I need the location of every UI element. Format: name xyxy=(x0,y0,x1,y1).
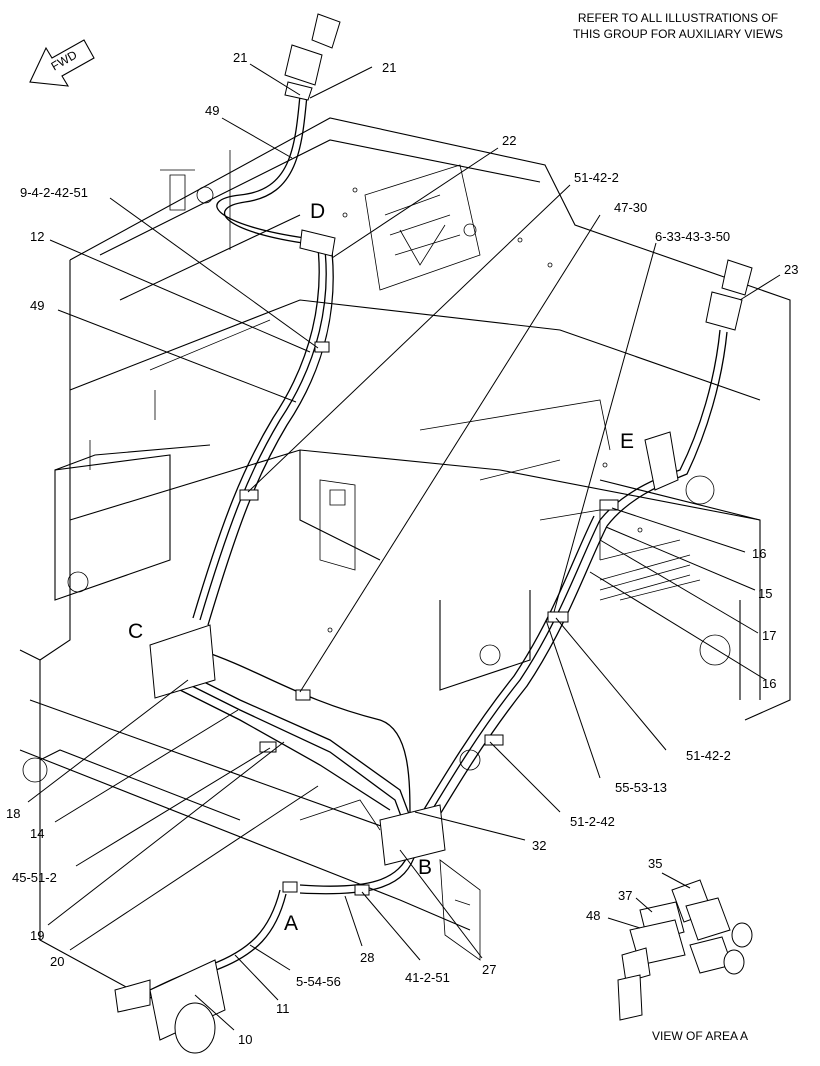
callout-17: 17 xyxy=(762,628,776,643)
refer-note-line1: REFER TO ALL ILLUSTRATIONS OF xyxy=(578,11,778,25)
callout-47-30: 47-30 xyxy=(614,200,647,215)
area-label-d: D xyxy=(310,200,325,223)
callout-19: 19 xyxy=(30,928,44,943)
callout-6-33-43-3-50: 6-33-43-3-50 xyxy=(655,229,730,244)
callout-21-right: 21 xyxy=(382,60,396,75)
callout-28: 28 xyxy=(360,950,374,965)
callout-49-mid: 49 xyxy=(30,298,44,313)
callout-15: 15 xyxy=(758,586,772,601)
hose-bundle-art xyxy=(139,94,728,1001)
area-label-b: B xyxy=(418,856,432,879)
callout-18: 18 xyxy=(6,806,20,821)
callout-45-51-2: 45-51-2 xyxy=(12,870,57,885)
callout-51-42-2-top: 51-42-2 xyxy=(574,170,619,185)
callout-48: 48 xyxy=(586,908,600,923)
callout-9-4-2-42-51: 9-4-2-42-51 xyxy=(20,185,88,200)
view-of-area-a-inset: VIEW OF AREA A xyxy=(617,879,753,1043)
callout-55-53-13: 55-53-13 xyxy=(615,780,667,795)
callout-12: 12 xyxy=(30,229,44,244)
callout-32: 32 xyxy=(532,838,546,853)
callout-27: 27 xyxy=(482,962,496,977)
callout-51-2-42: 51-2-42 xyxy=(570,814,615,829)
fwd-arrow-icon: FWD xyxy=(29,39,95,87)
callout-labels: 21 21 49 22 9-4-2-42-51 51-42-2 47-30 6-… xyxy=(6,50,798,1047)
callout-35: 35 xyxy=(648,856,662,871)
area-label-a: A xyxy=(284,912,298,935)
fwd-label: FWD xyxy=(49,47,80,73)
components-art xyxy=(114,13,753,1054)
callout-41-2-51: 41-2-51 xyxy=(405,970,450,985)
callout-21-left: 21 xyxy=(233,50,247,65)
callout-51-42-2-lower: 51-42-2 xyxy=(686,748,731,763)
leader-lines xyxy=(27,63,781,1031)
callout-14: 14 xyxy=(30,826,44,841)
callout-22: 22 xyxy=(502,133,516,148)
callout-10: 10 xyxy=(238,1032,252,1047)
callout-5-54-56: 5-54-56 xyxy=(296,974,341,989)
callout-11: 11 xyxy=(276,1001,290,1016)
callout-49-top: 49 xyxy=(205,103,219,118)
machine-frame-art xyxy=(19,117,791,1001)
callout-16-upper: 16 xyxy=(752,546,766,561)
callout-37: 37 xyxy=(618,888,632,903)
area-label-c: C xyxy=(128,620,143,643)
callout-23: 23 xyxy=(784,262,798,277)
callout-20: 20 xyxy=(50,954,64,969)
callout-16-lower: 16 xyxy=(762,676,776,691)
refer-note-line2: THIS GROUP FOR AUXILIARY VIEWS xyxy=(573,27,783,41)
area-label-e: E xyxy=(620,430,634,453)
view-caption: VIEW OF AREA A xyxy=(652,1029,748,1043)
